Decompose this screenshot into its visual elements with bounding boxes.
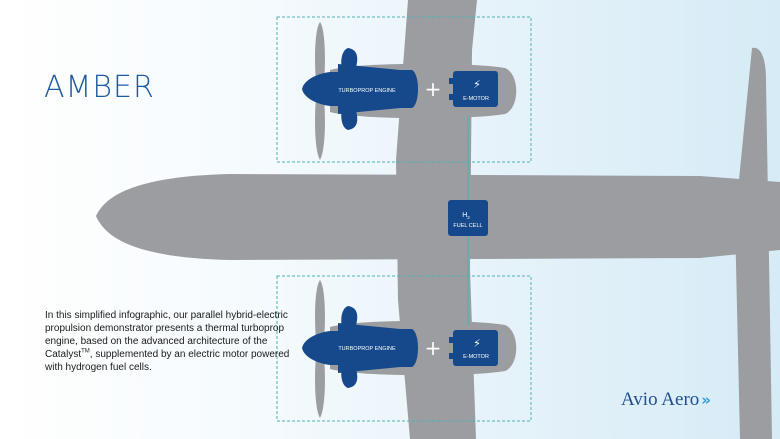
turboprop-engine-top	[302, 48, 418, 130]
engine-frame-bottom	[276, 275, 532, 422]
fuel-cell-label: FUEL CELL	[453, 223, 482, 229]
description-part-1: In this simplified infographic, our para…	[45, 310, 288, 360]
engine-frame-top	[276, 16, 532, 163]
lightning-bolt-icon: ⚡	[473, 78, 481, 91]
fuel-cell-box	[448, 200, 488, 236]
aircraft-fuselage	[96, 174, 780, 260]
description-part-2: , supplemented by an electric motor powe…	[45, 349, 290, 373]
lightning-bolt-icon: ⚡	[473, 337, 481, 350]
description-text: In this simplified infographic, our para…	[45, 309, 295, 374]
e-motor-label-bottom: E-MOTOR	[463, 354, 489, 360]
turboprop-label-top: TURBOPROP ENGINE	[338, 88, 396, 94]
hydrogen-subscript: 2	[467, 215, 470, 220]
e-motor-box-top	[453, 71, 498, 107]
e-motor-box-bottom	[453, 330, 498, 366]
e-motor-label-top: E-MOTOR	[463, 96, 489, 102]
turboprop-engine-bottom	[302, 306, 418, 388]
e-motors	[449, 71, 498, 366]
logo-text: Avio Aero	[621, 389, 700, 410]
plus-sign-bottom: +	[425, 336, 442, 360]
fuel-cell-h2-label: H2	[462, 212, 470, 220]
hydrogen-symbol: H	[462, 212, 467, 219]
chevron-icon: »	[701, 391, 711, 409]
trademark-symbol: TM	[81, 348, 90, 355]
component-frames	[276, 16, 532, 422]
aircraft-tail	[735, 47, 772, 439]
turboprop-label-bottom: TURBOPROP ENGINE	[338, 346, 396, 352]
page-title: AMBER	[44, 70, 155, 105]
avio-aero-logo: Avio Aero »	[621, 389, 711, 411]
plus-sign-top: +	[425, 77, 442, 101]
